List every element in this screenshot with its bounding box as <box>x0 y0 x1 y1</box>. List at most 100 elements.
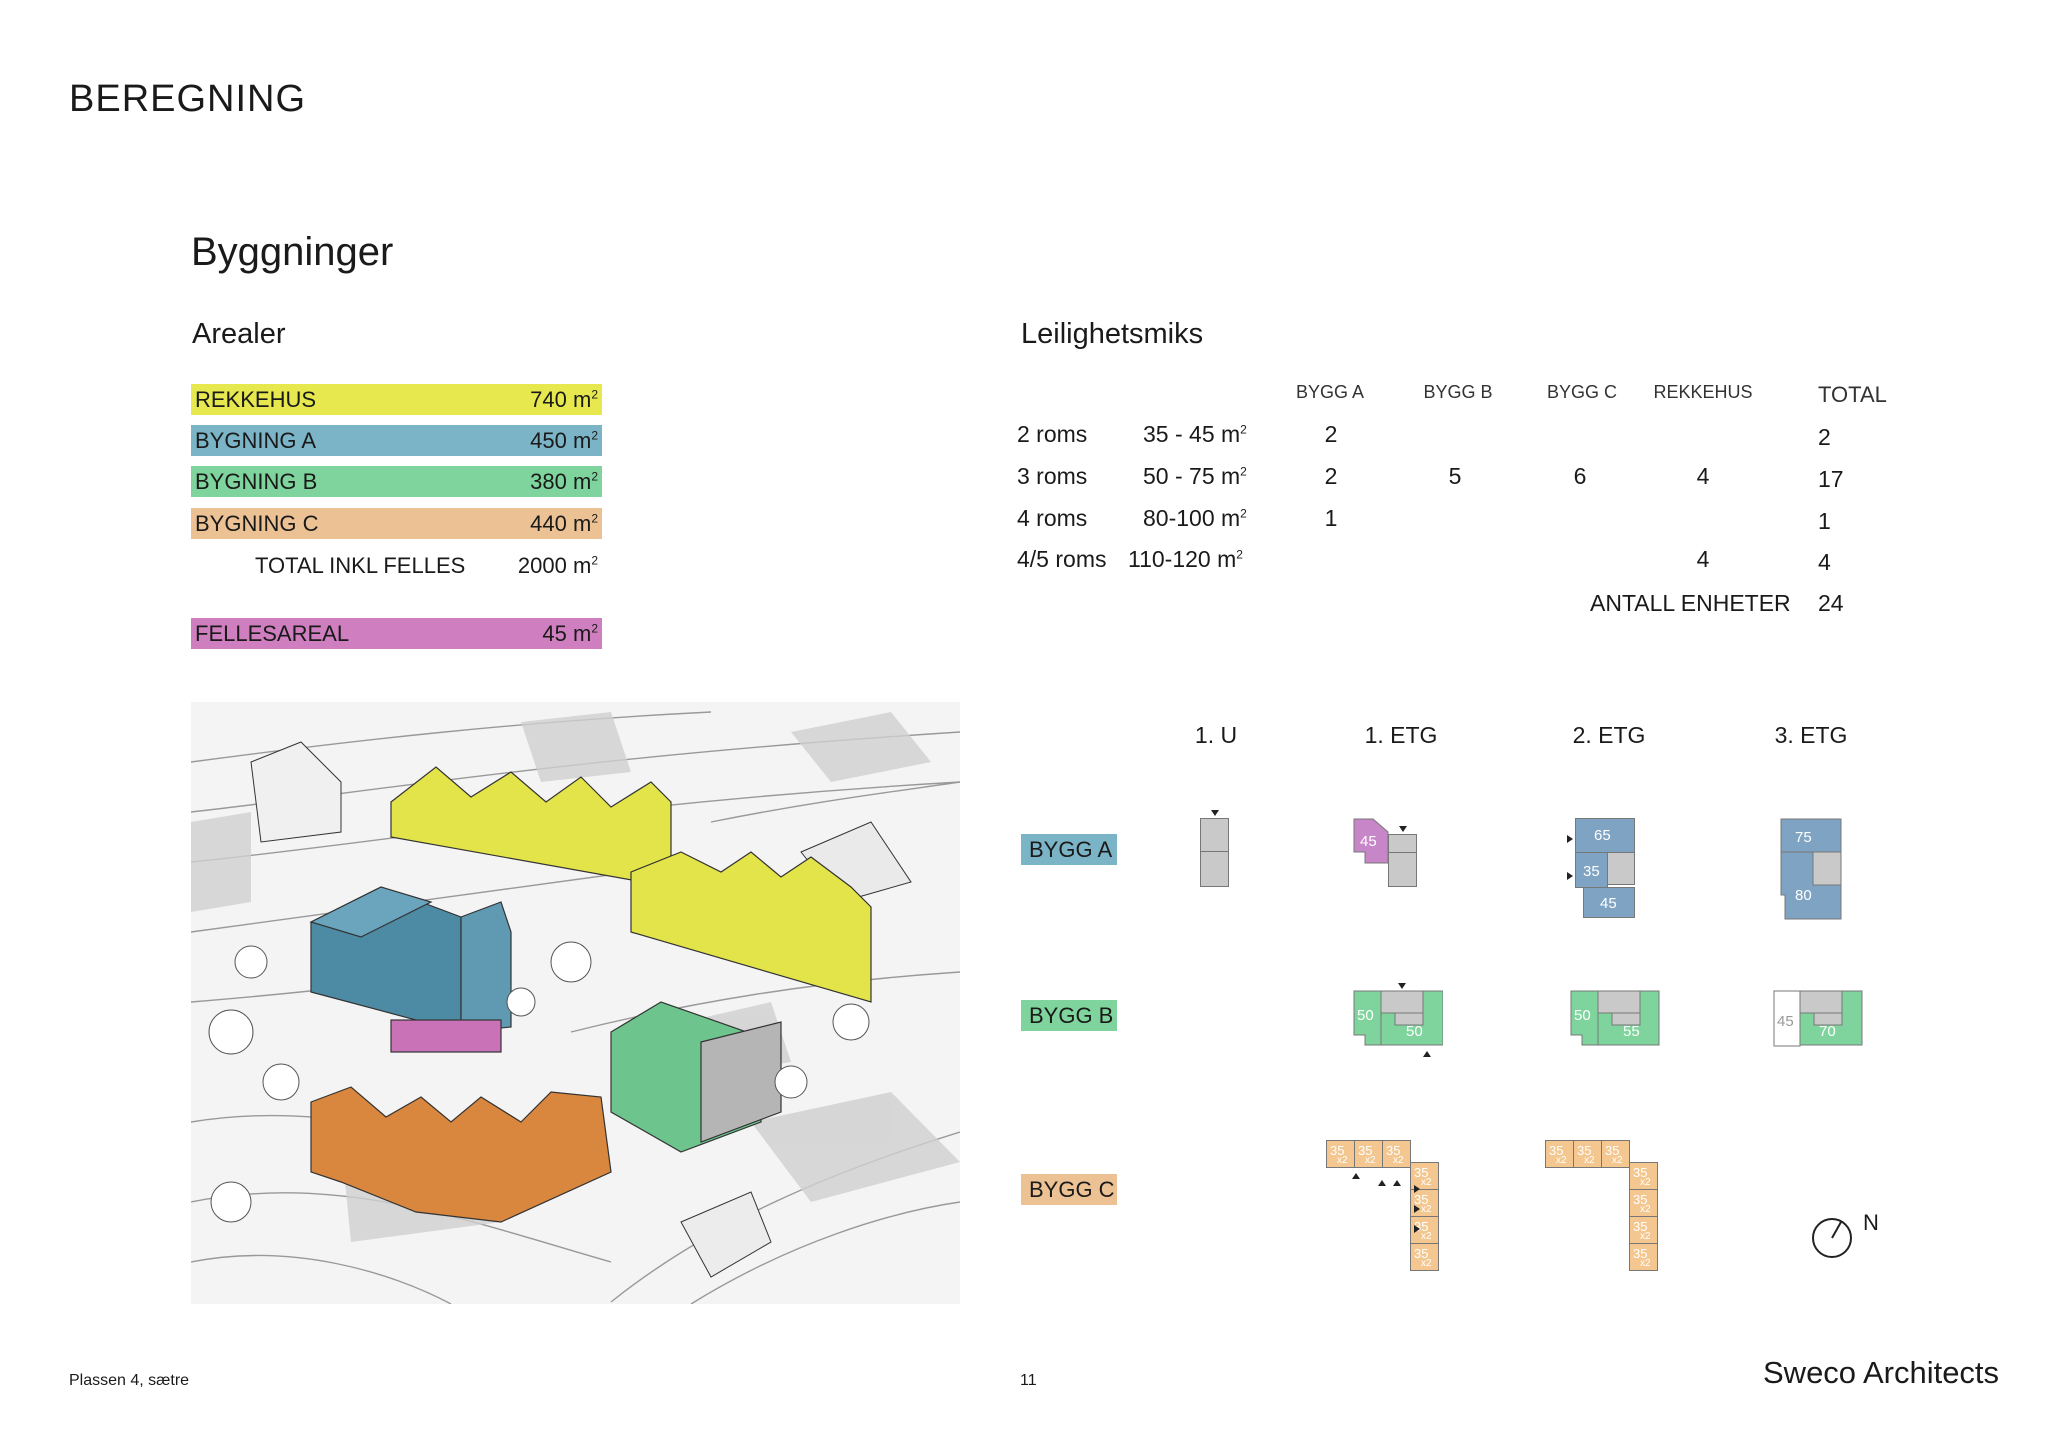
mix-cell-rekkehus: 4 <box>1696 546 1710 572</box>
mix-cell-total: 4 <box>1818 549 1831 575</box>
mix-size: 80-100 m2 <box>1143 505 1247 531</box>
unit-count-label: x2 <box>1393 1155 1404 1166</box>
area-value: 380 m2 <box>530 468 598 494</box>
area-label: BYGNING C <box>195 510 319 536</box>
area-value: 740 m2 <box>530 386 598 412</box>
plan-b-1etg-units <box>1353 990 1443 1046</box>
unit-count-label: x2 <box>1640 1258 1651 1269</box>
mix-header-total: TOTAL <box>1818 382 1887 407</box>
mix-cell-total: 17 <box>1818 466 1844 492</box>
unit-count-label: x2 <box>1640 1231 1651 1242</box>
unit-size-label: 35 <box>1386 1143 1401 1158</box>
mix-units-label: ANTALL ENHETER <box>1590 590 1791 616</box>
unit-count-label: x2 <box>1365 1155 1376 1166</box>
unit-size-label: 35 <box>1605 1143 1620 1158</box>
plan-a-1etg-core-top <box>1388 834 1417 853</box>
unit-count-label: x2 <box>1421 1231 1432 1242</box>
area-label: REKKEHUS <box>195 386 317 412</box>
plan-a-2etg-core <box>1607 852 1635 885</box>
mix-units-total: 24 <box>1818 590 1844 616</box>
unit-size-label: 35 <box>1330 1143 1345 1158</box>
entrance-arrow-icon <box>1414 1225 1420 1233</box>
unit-count-label: x2 <box>1556 1155 1567 1166</box>
unit-size-label: 50 <box>1406 1023 1423 1040</box>
page-header: BEREGNING <box>69 78 307 120</box>
unit-size-label: 35 <box>1577 1143 1592 1158</box>
unit-size-label: 35 <box>1633 1246 1648 1261</box>
area-label: BYGNING A <box>195 427 317 453</box>
mix-header-rekkehus: REKKEHUS <box>1653 382 1753 402</box>
unit-size-label: 35 <box>1414 1192 1429 1207</box>
unit-size-label: 35 <box>1633 1219 1648 1234</box>
mix-cell-a: 1 <box>1324 505 1338 531</box>
entrance-arrow-icon <box>1398 983 1406 989</box>
area-row-rekkehus: REKKEHUS 740 m2 <box>191 384 602 415</box>
area-label: BYGNING B <box>195 468 318 494</box>
unit-size-label: 75 <box>1795 829 1812 846</box>
unit-count-label: x2 <box>1640 1177 1651 1188</box>
mix-size: 50 - 75 m2 <box>1143 463 1247 489</box>
entrance-arrow-icon <box>1414 1205 1420 1213</box>
unit-count-label: x2 <box>1337 1155 1348 1166</box>
entrance-arrow-icon <box>1423 1051 1431 1057</box>
north-arrow-icon <box>1812 1218 1852 1258</box>
unit-size-label: 45 <box>1777 1013 1794 1030</box>
entrance-arrow-icon <box>1352 1173 1360 1179</box>
unit-count-label: x2 <box>1612 1155 1623 1166</box>
mix-cell-total: 2 <box>1818 424 1831 450</box>
plan-a-2etg-unit-65: 65 <box>1575 818 1635 853</box>
area-total-row: TOTAL INKL FELLES 2000 m2 <box>191 549 602 580</box>
unit-size-label: 50 <box>1574 1007 1591 1024</box>
unit-size-label: 35 <box>1414 1165 1429 1180</box>
mix-cell-b: 5 <box>1448 463 1462 489</box>
plan-a-1u-core-top <box>1200 818 1229 852</box>
unit-count-label: x2 <box>1584 1155 1595 1166</box>
mix-cell-rekkehus: 4 <box>1696 463 1710 489</box>
mix-cell-c: 6 <box>1573 463 1587 489</box>
unit-count-label: x2 <box>1421 1177 1432 1188</box>
entrance-arrow-icon <box>1567 835 1573 843</box>
mix-header-bygg-b: BYGG B <box>1423 382 1493 402</box>
mix-rooms: 4 roms <box>1017 505 1088 531</box>
mix-rooms: 3 roms <box>1017 463 1088 489</box>
unit-size-label: 35 <box>1633 1192 1648 1207</box>
unit-count-label: x2 <box>1421 1204 1432 1215</box>
mix-rooms: 4/5 roms <box>1017 546 1107 572</box>
mix-size: 35 - 45 m2 <box>1143 421 1247 447</box>
area-row-bygning-c: BYGNING C 440 m2 <box>191 508 602 539</box>
area-value: 450 m2 <box>530 427 598 453</box>
total-value: 2000 m2 <box>517 553 598 578</box>
unit-size-label: 35 <box>1414 1246 1429 1261</box>
unit-size-label: 50 <box>1357 1007 1374 1024</box>
unit-size-label: 35 <box>1633 1165 1648 1180</box>
floor-label-bygg-a: BYGG A <box>1021 834 1117 865</box>
entrance-arrow-icon <box>1399 826 1407 832</box>
mix-cell-a: 2 <box>1324 463 1338 489</box>
entrance-arrow-icon <box>1567 872 1573 880</box>
plan-a-1etg-unit-45 <box>1353 818 1389 864</box>
area-row-fellesareal: FELLESAREAL 45 m2 <box>191 618 602 649</box>
section-title: Byggninger <box>191 230 394 274</box>
floor-label-bygg-c: BYGG C <box>1021 1174 1117 1205</box>
footer-project-name: Plassen 4, sætre <box>69 1372 190 1389</box>
plan-a-1etg-core-bottom <box>1388 852 1417 887</box>
total-label: TOTAL INKL FELLES <box>255 553 466 578</box>
floor-header-2etg: 2. ETG <box>1572 722 1646 748</box>
entrance-arrow-icon <box>1393 1180 1401 1186</box>
area-label: FELLESAREAL <box>195 620 350 646</box>
entrance-arrow-icon <box>1414 1185 1420 1193</box>
plan-b-3etg-units <box>1773 990 1863 1047</box>
area-row-bygning-a: BYGNING A 450 m2 <box>191 425 602 456</box>
floor-header-1etg: 1. ETG <box>1364 722 1438 748</box>
